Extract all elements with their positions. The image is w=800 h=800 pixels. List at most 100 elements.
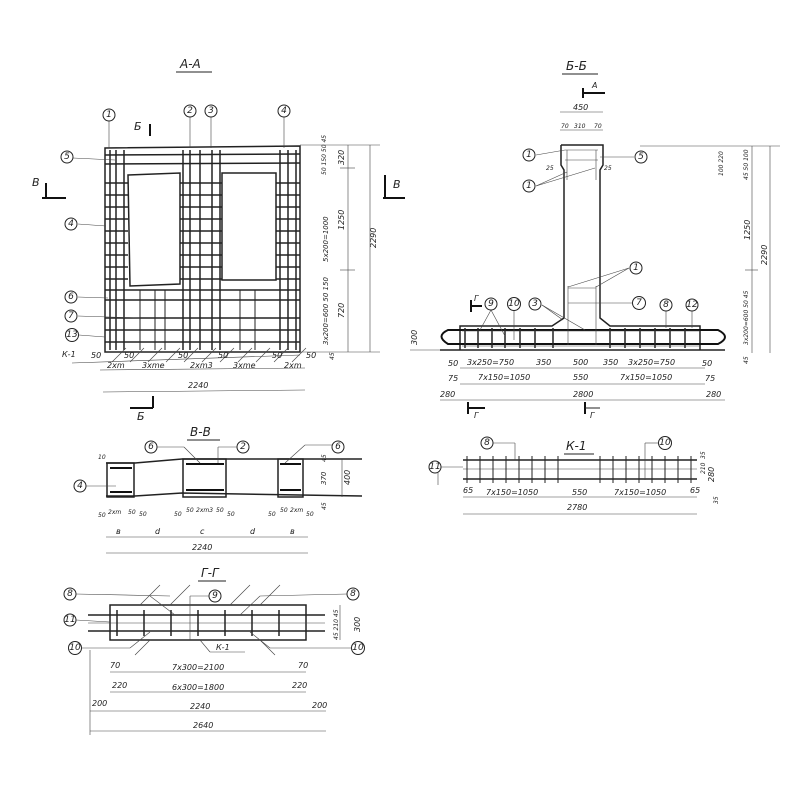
- callout-5: 5: [60, 150, 116, 164]
- callout-10: 10: [644, 436, 672, 480]
- svg-text:50: 50: [702, 359, 712, 368]
- svg-text:2хm: 2хm: [290, 507, 303, 514]
- svg-text:11: 11: [429, 462, 440, 472]
- callout-11: 11: [63, 613, 111, 627]
- dim-total-width: 2240: [188, 381, 208, 390]
- callout-6-left: 6: [144, 440, 201, 464]
- svg-text:200: 200: [312, 701, 327, 710]
- section-mark-b-bottom: Б: [130, 396, 154, 423]
- svg-text:10: 10: [659, 438, 671, 448]
- section-mark-b-top: Б: [134, 120, 151, 136]
- svg-text:25: 25: [546, 165, 554, 172]
- svg-text:7х150=1050: 7х150=1050: [486, 488, 538, 497]
- svg-text:2: 2: [187, 106, 193, 116]
- segment-dims: в d c d в: [116, 527, 295, 536]
- svg-text:45: 45: [321, 502, 328, 510]
- callout-4: 4: [277, 104, 291, 148]
- gg-dims-row2: 220 6х300=1800 220: [112, 681, 307, 692]
- callout-3: 3: [528, 297, 586, 331]
- dim-mid: 1250: [743, 220, 752, 240]
- gg-dims-row1: 70 7х300=2100 70: [110, 661, 308, 672]
- svg-text:12: 12: [686, 300, 698, 310]
- callout-1b: 1: [522, 167, 596, 193]
- svg-text:2800: 2800: [573, 390, 593, 399]
- leader-line: [139, 584, 161, 606]
- hatch-line: [273, 347, 289, 363]
- svg-text:Б: Б: [137, 410, 145, 423]
- svg-text:50: 50: [139, 511, 147, 518]
- svg-text:13: 13: [66, 330, 78, 340]
- svg-text:280: 280: [440, 390, 455, 399]
- svg-text:1: 1: [526, 150, 532, 160]
- view-vv-title: В-В: [190, 425, 211, 439]
- view-gg: Г-Г 8 9 8 11 10 10 К-1 300 45 210 45 70 …: [63, 566, 365, 735]
- callout-9: 9: [479, 297, 506, 337]
- svg-text:2хm: 2хm: [107, 361, 125, 370]
- callout-3: 3: [204, 104, 218, 148]
- svg-text:100 220: 100 220: [718, 151, 725, 176]
- svg-text:50: 50: [272, 351, 282, 360]
- callout-7: 7: [64, 309, 141, 323]
- svg-text:4: 4: [77, 481, 83, 491]
- svg-text:50: 50: [306, 351, 316, 360]
- svg-text:8: 8: [484, 438, 490, 448]
- center-column: [182, 458, 227, 498]
- svg-text:50: 50: [216, 507, 224, 514]
- svg-text:45: 45: [743, 356, 750, 364]
- dim-280: 280: [707, 467, 716, 482]
- left-column: [106, 462, 135, 498]
- callout-8: 8: [480, 436, 516, 460]
- view-aa: А-А 1 2 3 4 5 4 6 7 13 К-1 Б В В Б 2290 …: [32, 57, 405, 423]
- dim-300: 300: [410, 330, 419, 345]
- wall-bottom-line: [106, 492, 363, 497]
- svg-text:10: 10: [69, 643, 81, 653]
- svg-text:в: в: [116, 527, 121, 536]
- svg-text:50: 50: [178, 351, 188, 360]
- svg-text:50: 50: [124, 351, 134, 360]
- base-dims-row2: 75 7х150=1050 550 7х150=1050 75: [448, 373, 715, 383]
- svg-text:1: 1: [106, 110, 112, 120]
- svg-text:220: 220: [292, 681, 307, 690]
- svg-text:350: 350: [536, 358, 551, 367]
- leader-line: [259, 584, 281, 606]
- right-column: [277, 458, 304, 498]
- svg-text:А: А: [591, 81, 597, 90]
- view-bb: Б-Б А 450 70 310 70 25 25 1 5 1 1 7 8 12…: [410, 59, 780, 420]
- dim-top-small: 50 150 50 45: [321, 135, 328, 175]
- callout-6: 6: [64, 290, 109, 304]
- dim-2240: 2240: [192, 543, 212, 552]
- svg-text:2хm: 2хm: [108, 509, 121, 516]
- svg-text:Г: Г: [474, 411, 479, 420]
- svg-text:Б: Б: [134, 120, 142, 133]
- hatch-line: [111, 347, 127, 363]
- svg-text:6: 6: [68, 292, 74, 302]
- svg-text:3хme: 3хme: [142, 361, 165, 370]
- section-mark-g: Г: [470, 294, 482, 312]
- callout-13: 13: [65, 328, 106, 342]
- hatch-line: [165, 347, 181, 363]
- hatch-line: [291, 347, 307, 363]
- svg-text:В: В: [32, 176, 40, 189]
- left-opening: [127, 172, 181, 287]
- callout-12: 12: [685, 298, 699, 328]
- svg-text:75: 75: [448, 374, 458, 383]
- svg-text:7х150=1050: 7х150=1050: [620, 373, 672, 382]
- svg-text:10: 10: [352, 643, 364, 653]
- svg-text:2хm: 2хm: [284, 361, 302, 370]
- svg-text:d: d: [155, 527, 161, 536]
- callout-2: 2: [183, 104, 197, 148]
- dim-2640: 2640: [193, 721, 213, 730]
- base-plan-rebar: [116, 584, 281, 656]
- svg-text:7х150=1050: 7х150=1050: [478, 373, 530, 382]
- svg-text:200: 200: [92, 699, 107, 708]
- callout-6-right: 6: [284, 440, 345, 464]
- callout-10: 10: [507, 297, 521, 340]
- svg-text:50: 50: [268, 511, 276, 518]
- callout-1: 1: [102, 108, 116, 148]
- k1-dims: 65 7х150=1050 550 7х150=1050 65: [463, 486, 700, 497]
- hatch-line: [237, 347, 253, 363]
- right-opening: [221, 172, 277, 281]
- base-rebar: [462, 328, 700, 348]
- hatch-line: [219, 347, 235, 363]
